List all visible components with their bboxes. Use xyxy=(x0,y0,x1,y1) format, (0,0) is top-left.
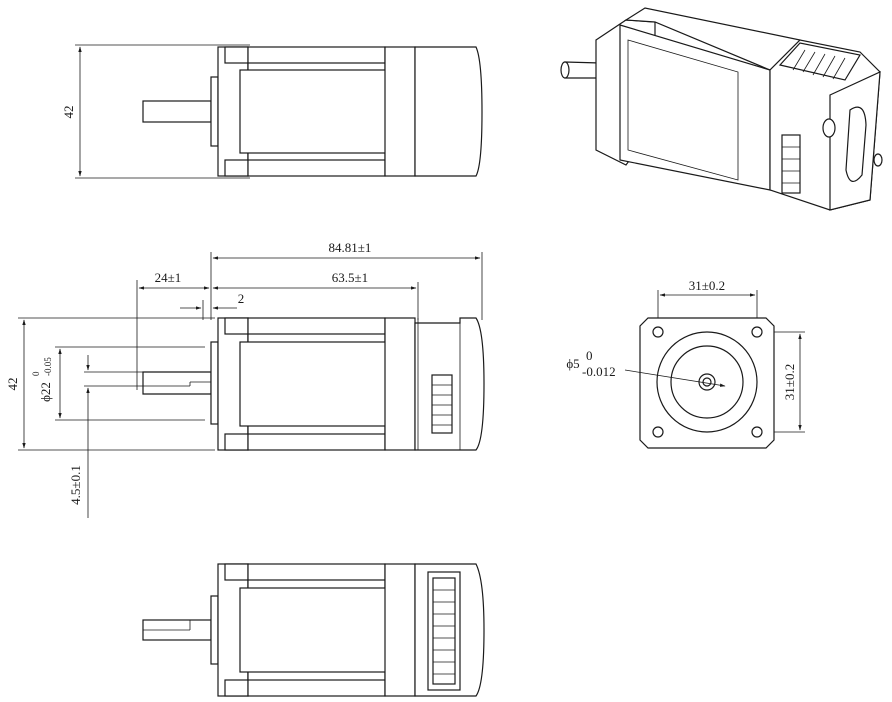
shaft-diameter-label: ϕ5 xyxy=(566,356,579,371)
shaft-diameter-upper-tol: 0 xyxy=(586,348,593,363)
mount-hole xyxy=(652,426,664,438)
boss-diameter-upper-tol: 0 xyxy=(31,371,41,376)
side-view: 84.81±1 63.5±1 24±1 2 42 ϕ22 0 -0.05 xyxy=(5,240,485,518)
top-view: 42 xyxy=(61,44,483,179)
top-height-label: 42 xyxy=(61,106,76,119)
top-driver-housing xyxy=(414,46,483,177)
front-view: 31±0.2 31±0.2 ϕ5 0 -0.012 xyxy=(566,278,805,449)
shaft-diameter-lower-tol: -0.012 xyxy=(582,364,616,379)
iso-shaft xyxy=(564,61,601,79)
body-length-label: 63.5±1 xyxy=(332,270,368,285)
hole-spacing-vertical-label: 31±0.2 xyxy=(782,364,797,400)
boss-length-label: 2 xyxy=(238,291,245,306)
mount-hole xyxy=(751,326,763,338)
side-shaft xyxy=(142,371,212,395)
isometric-view xyxy=(560,7,883,211)
mount-hole xyxy=(751,426,763,438)
side-height-label: 42 xyxy=(5,378,20,391)
hole-spacing-horizontal-label: 31±0.2 xyxy=(689,278,725,293)
iso-side-connector xyxy=(781,134,801,194)
boss-diameter-label: ϕ22 xyxy=(38,382,53,402)
shaft-length-label: 24±1 xyxy=(155,270,182,285)
boss-diameter-lower-tol: -0.05 xyxy=(43,357,53,376)
bottom-view xyxy=(142,563,485,697)
flat-depth-label: 4.5±0.1 xyxy=(68,465,83,505)
top-shaft xyxy=(142,100,212,123)
overall-length-label: 84.81±1 xyxy=(329,240,372,255)
mount-hole xyxy=(652,326,664,338)
side-connector xyxy=(431,374,453,434)
